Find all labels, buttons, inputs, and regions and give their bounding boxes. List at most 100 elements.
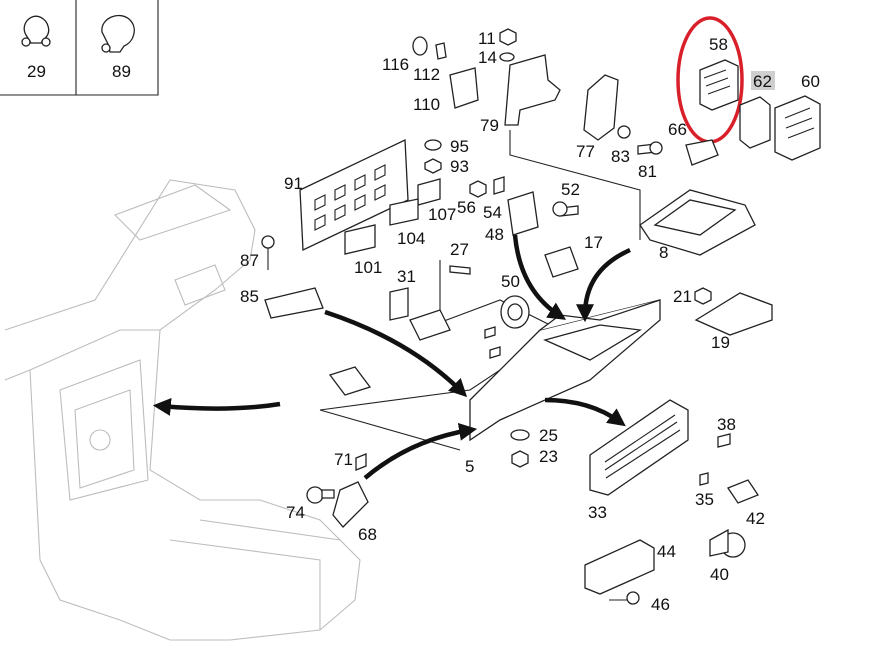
wire-clip-icon <box>101 15 135 53</box>
bracket-31-side <box>409 309 451 341</box>
callout-60: 60 <box>801 72 820 91</box>
callout-93: 93 <box>450 157 469 176</box>
nut-93 <box>424 158 442 174</box>
callout-66: 66 <box>668 120 687 139</box>
callout-21: 21 <box>673 287 692 306</box>
callout-5: 5 <box>465 457 474 476</box>
callout-46: 46 <box>651 595 670 614</box>
callout-104: 104 <box>397 229 425 248</box>
relay-107[interactable] <box>417 178 441 206</box>
clip-54 <box>493 176 505 195</box>
hose-clamp-icon <box>21 15 51 47</box>
relay-62[interactable] <box>739 96 771 149</box>
nut-21 <box>694 287 712 305</box>
module-44[interactable] <box>584 539 655 595</box>
relay-60[interactable] <box>774 95 821 161</box>
nut-56 <box>469 180 487 198</box>
washer-14 <box>499 52 515 62</box>
fuse-38 <box>717 433 731 448</box>
callout-68: 68 <box>358 525 377 544</box>
callout-42: 42 <box>746 509 765 528</box>
grommet-50 <box>500 295 530 329</box>
inset-label-89: 89 <box>112 62 131 81</box>
bracket-79 <box>504 54 561 126</box>
clip-31 <box>389 287 409 321</box>
callout-83: 83 <box>611 147 630 166</box>
callout-44: 44 <box>657 542 676 561</box>
screw-46 <box>609 591 640 605</box>
relay-77[interactable] <box>583 74 619 141</box>
callout-48: 48 <box>485 225 504 244</box>
callout-85: 85 <box>240 287 259 306</box>
callout-116: 116 <box>382 55 409 74</box>
callout-112: 112 <box>413 65 440 84</box>
callout-35: 35 <box>695 490 714 509</box>
inset-table <box>0 0 159 96</box>
callout-labels: 29 89 58 62 60 66 11 14 116 112 110 79 7… <box>27 29 820 614</box>
car-interior-outline <box>4 179 361 641</box>
screw-81 <box>637 141 663 155</box>
callout-77: 77 <box>576 142 595 161</box>
callout-62-badge <box>751 71 775 90</box>
fuse-35 <box>699 472 709 486</box>
relay-48[interactable] <box>507 191 539 236</box>
clip-112 <box>435 42 447 60</box>
callout-33: 33 <box>588 503 607 522</box>
callout-56: 56 <box>457 198 476 217</box>
relay-101[interactable] <box>344 224 376 255</box>
washer-83 <box>617 125 631 139</box>
callout-74: 74 <box>286 503 305 522</box>
relay-17[interactable] <box>544 246 579 278</box>
bulb-socket-40 <box>709 528 746 558</box>
callout-52: 52 <box>561 180 580 199</box>
inset-label-29: 29 <box>27 62 46 81</box>
callout-40: 40 <box>710 565 729 584</box>
component-tray <box>469 299 661 442</box>
nut-23 <box>511 450 529 468</box>
callout-95: 95 <box>450 137 469 156</box>
relay-104[interactable] <box>389 198 419 226</box>
relay-58[interactable] <box>699 59 739 111</box>
callout-71: 71 <box>334 450 353 469</box>
callout-110: 110 <box>413 95 440 114</box>
screw-52 <box>552 201 579 217</box>
callout-54: 54 <box>483 203 502 222</box>
connector-85[interactable] <box>264 287 324 319</box>
callout-25: 25 <box>539 426 558 445</box>
callout-58: 58 <box>709 35 728 54</box>
screw-87 <box>261 235 275 270</box>
callout-23: 23 <box>539 447 558 466</box>
nut-11 <box>499 28 517 46</box>
callout-17: 17 <box>584 233 603 252</box>
callout-81: 81 <box>638 162 657 181</box>
clip-42 <box>727 479 759 504</box>
washer-25 <box>510 429 530 441</box>
fuse-box-33[interactable] <box>589 399 689 496</box>
callout-79: 79 <box>480 116 499 135</box>
callout-101: 101 <box>354 258 382 277</box>
callout-14: 14 <box>478 48 497 67</box>
switch-68[interactable] <box>332 481 369 528</box>
callout-87: 87 <box>240 251 259 270</box>
nut-95 <box>424 139 442 151</box>
bracket-left <box>328 366 372 396</box>
callout-38: 38 <box>717 415 736 434</box>
relay-panel-91[interactable] <box>299 138 409 252</box>
fuse-71 <box>355 453 367 471</box>
callout-27: 27 <box>450 240 469 259</box>
callout-91: 91 <box>284 174 303 193</box>
callout-19: 19 <box>711 333 730 352</box>
relay-66[interactable] <box>685 139 719 166</box>
callout-107: 107 <box>428 205 456 224</box>
callout-50: 50 <box>501 272 520 291</box>
screw-27 <box>449 265 471 275</box>
callout-62: 62 <box>753 72 772 91</box>
grommet-116 <box>412 36 428 56</box>
assembly-arrows <box>152 234 631 480</box>
relay-bracket <box>639 189 756 256</box>
screw-74 <box>306 486 335 504</box>
clip-small-pair <box>484 326 501 359</box>
plate-19[interactable] <box>694 292 773 336</box>
relay-110[interactable] <box>449 67 479 109</box>
